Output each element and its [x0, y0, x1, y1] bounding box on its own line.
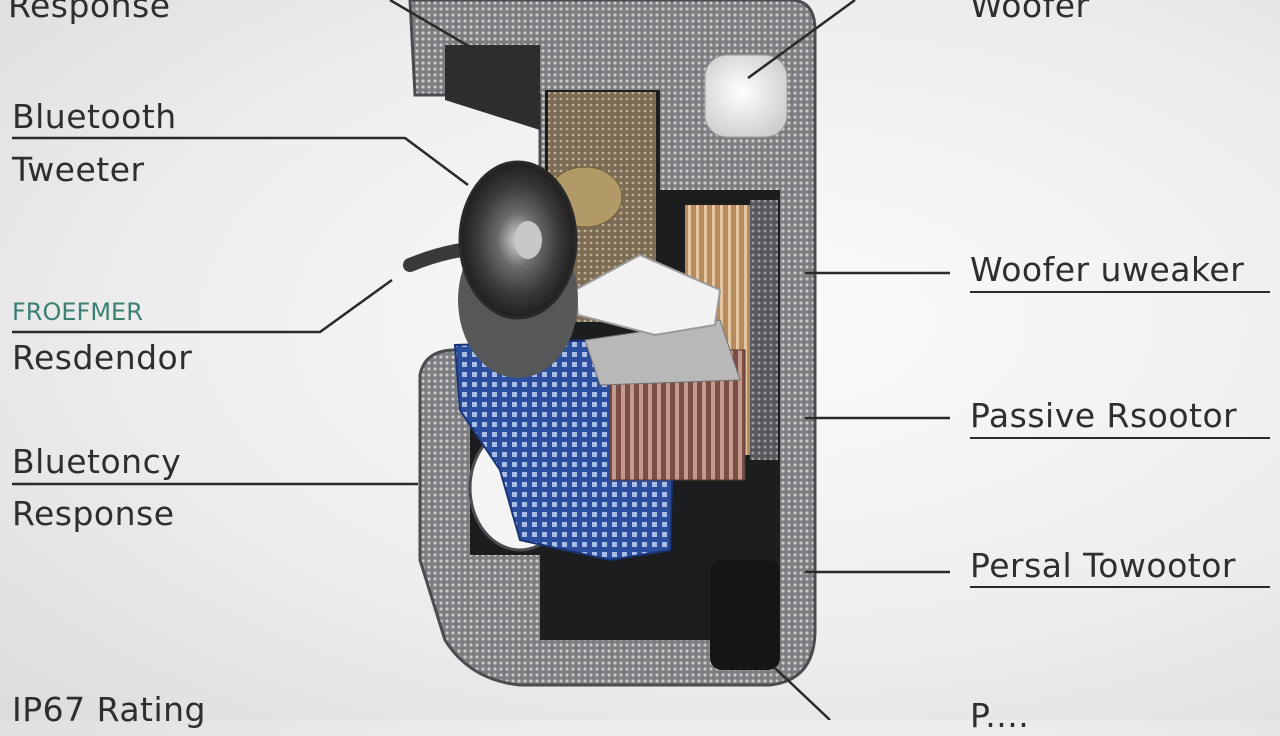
callout-line-bottom	[774, 667, 831, 720]
bottom-vent	[710, 560, 780, 670]
label-response-top: Response	[8, 0, 171, 25]
callout-line-bluetooth	[12, 136, 469, 187]
upper-cavity	[445, 45, 540, 130]
callout-line-woofer-top	[747, 0, 856, 80]
label-bluetoncy: Bluetoncy	[12, 442, 182, 481]
label-woofer-top: Woofer	[970, 0, 1090, 25]
label-resdendor: Resdendor	[12, 338, 193, 377]
callout-line-response-top	[389, 0, 541, 90]
label-passive-rsootor: Passive Rsootor	[970, 396, 1238, 435]
label-ip67: IP67 Rating	[12, 690, 207, 729]
inner-mesh-right	[750, 200, 778, 460]
internal-components	[403, 160, 750, 562]
label-tweeter: Tweeter	[12, 150, 145, 189]
label-persal-towootor: Persal Towootor	[970, 546, 1236, 585]
label-froefmer: FROEFMER	[12, 298, 143, 326]
label-response-bottom: Response	[12, 494, 175, 533]
speaker-cutaway-diagram	[12, 0, 1270, 720]
tweeter-dome	[704, 54, 788, 138]
woofer-dustcap	[514, 221, 542, 259]
callout-line-froefmer	[12, 278, 393, 334]
label-bluetooth: Bluetooth	[12, 97, 177, 136]
label-woofer-uweaker: Woofer uweaker	[970, 250, 1245, 289]
battery-module	[573, 253, 722, 337]
label-bottom-partial: P....	[970, 696, 1030, 735]
callout-lines	[12, 0, 1270, 720]
